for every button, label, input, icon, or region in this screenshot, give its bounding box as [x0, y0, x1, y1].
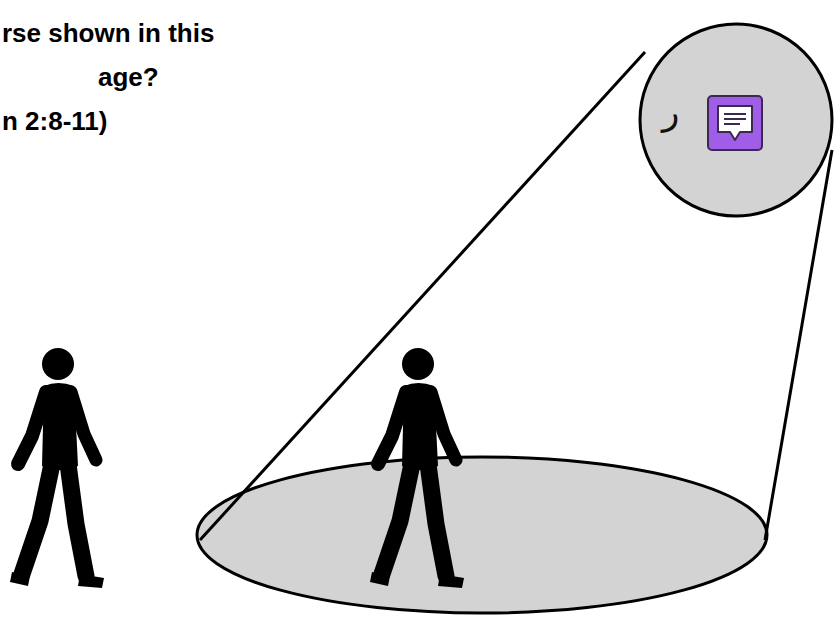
heading-fragment: rse shown in this	[2, 18, 214, 49]
floor-spot	[197, 457, 767, 613]
walking-person	[370, 348, 464, 588]
heading-fragment: age?	[98, 62, 159, 93]
zoom-circle	[640, 24, 832, 216]
walking-person	[10, 348, 104, 588]
chat-icon	[708, 96, 762, 150]
script-fragment: ر	[662, 90, 679, 133]
heading-fragment: n 2:8-11)	[2, 106, 108, 137]
